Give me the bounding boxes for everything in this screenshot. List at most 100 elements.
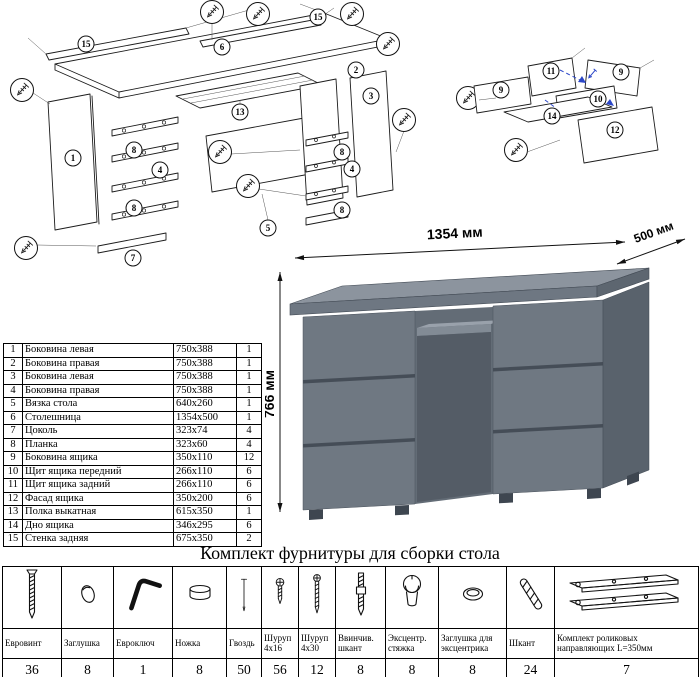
hardware-icons-row (2, 566, 699, 629)
depth-label: 500 мм (632, 222, 676, 246)
desk-render: 1354 мм 500 мм 766 мм (265, 222, 686, 520)
part-callout: 10 (589, 90, 607, 108)
part-callout: 7 (124, 249, 142, 267)
part-callout: 8 (333, 201, 351, 219)
svg-text:9: 9 (499, 85, 504, 95)
hardware-table: Евровинт Заглушка Евроключ Ножка Гвоздь … (2, 566, 699, 677)
width-label: 1354 мм (427, 224, 483, 243)
svg-text:11: 11 (547, 66, 556, 76)
part-callout: 4 (343, 160, 361, 178)
screw-4x30-icon (313, 574, 321, 614)
svg-text:14: 14 (548, 111, 558, 121)
desk-3d-render (289, 267, 650, 520)
dowel-icon (519, 578, 542, 610)
svg-text:13: 13 (236, 107, 246, 117)
screw-in-dowel-icon (355, 572, 366, 616)
part-callout: 6 (213, 38, 231, 56)
part-callout: 3 (362, 87, 380, 105)
desk-feet (309, 471, 639, 520)
screw-callout-icon (392, 108, 416, 132)
svg-text:15: 15 (314, 12, 324, 22)
svg-text:10: 10 (594, 94, 604, 104)
svg-text:8: 8 (132, 203, 137, 213)
screw-callout-icon (246, 2, 270, 26)
svg-text:6: 6 (220, 42, 225, 52)
hardware-kit-title: Комплект фурнитуры для сборки стола (200, 543, 500, 563)
part-callout: 14 (543, 107, 561, 125)
nail-icon (240, 578, 248, 612)
part-callout: 15 (309, 8, 327, 26)
cam-cap-icon (462, 587, 483, 601)
dimension-depth: 500 мм (616, 222, 686, 265)
part-callout: 13 (231, 103, 249, 121)
part-callout: 1 (64, 149, 82, 167)
screw-callout-icon (208, 140, 232, 164)
screw-callout-icon (10, 78, 34, 102)
part-callout: 8 (125, 141, 143, 159)
hardware-callouts (10, 0, 528, 260)
cam-lock-icon (402, 574, 422, 607)
svg-text:3: 3 (369, 91, 374, 101)
exploded-diagrams: 15 6 15 2 3 1 8 4 8 7 13 8 4 8 5 (10, 0, 659, 267)
svg-text:8: 8 (340, 205, 345, 215)
part-callouts-right: 11 9 9 10 14 12 (492, 62, 630, 139)
foot-icon (188, 584, 211, 601)
part-callout: 12 (606, 121, 624, 139)
svg-text:4: 4 (350, 164, 355, 174)
height-label: 766 мм (265, 370, 277, 418)
part-callout: 8 (333, 143, 351, 161)
blue-screw-icon (588, 68, 598, 79)
svg-text:1: 1 (71, 153, 76, 163)
part-callouts-left: 15 6 15 2 3 1 8 4 8 7 13 8 4 8 5 (64, 8, 380, 267)
part-callout: 8 (125, 199, 143, 217)
hardware-qty-row: 36 8 1 8 50 56 12 8 8 8 24 7 (2, 658, 699, 677)
svg-text:8: 8 (132, 145, 137, 155)
part-callout: 5 (259, 219, 277, 237)
svg-text:8: 8 (340, 147, 345, 157)
screw-callout-icon (340, 2, 364, 26)
part-callout: 11 (542, 62, 560, 80)
drawer-exploded-diagram (473, 47, 659, 164)
dimension-height: 766 мм (265, 272, 283, 512)
screw-callout-icon (14, 236, 38, 260)
screw-4x16-icon (275, 577, 285, 604)
svg-text:4: 4 (158, 165, 163, 175)
screw-callout-icon (376, 32, 400, 56)
part-callout: 15 (77, 35, 95, 53)
part-callout: 9 (612, 63, 630, 81)
svg-text:5: 5 (266, 223, 271, 233)
desk-exploded-diagram (27, 3, 405, 254)
part-callout: 4 (151, 161, 169, 179)
svg-text:7: 7 (131, 253, 136, 263)
svg-text:2: 2 (354, 65, 359, 75)
confirmat-screw-icon (26, 569, 38, 619)
part-callout: 2 (347, 61, 365, 79)
plug-icon (80, 585, 95, 603)
part-callout: 9 (492, 81, 510, 99)
screw-callout-icon (200, 0, 224, 24)
hex-key-icon (129, 578, 162, 611)
svg-text:15: 15 (82, 39, 92, 49)
svg-text:9: 9 (619, 67, 624, 77)
hardware-names-row: Евровинт Заглушка Евроключ Ножка Гвоздь … (2, 628, 699, 659)
svg-text:12: 12 (611, 125, 621, 135)
screw-callout-icon (236, 174, 260, 198)
screw-callout-icon (456, 86, 480, 110)
